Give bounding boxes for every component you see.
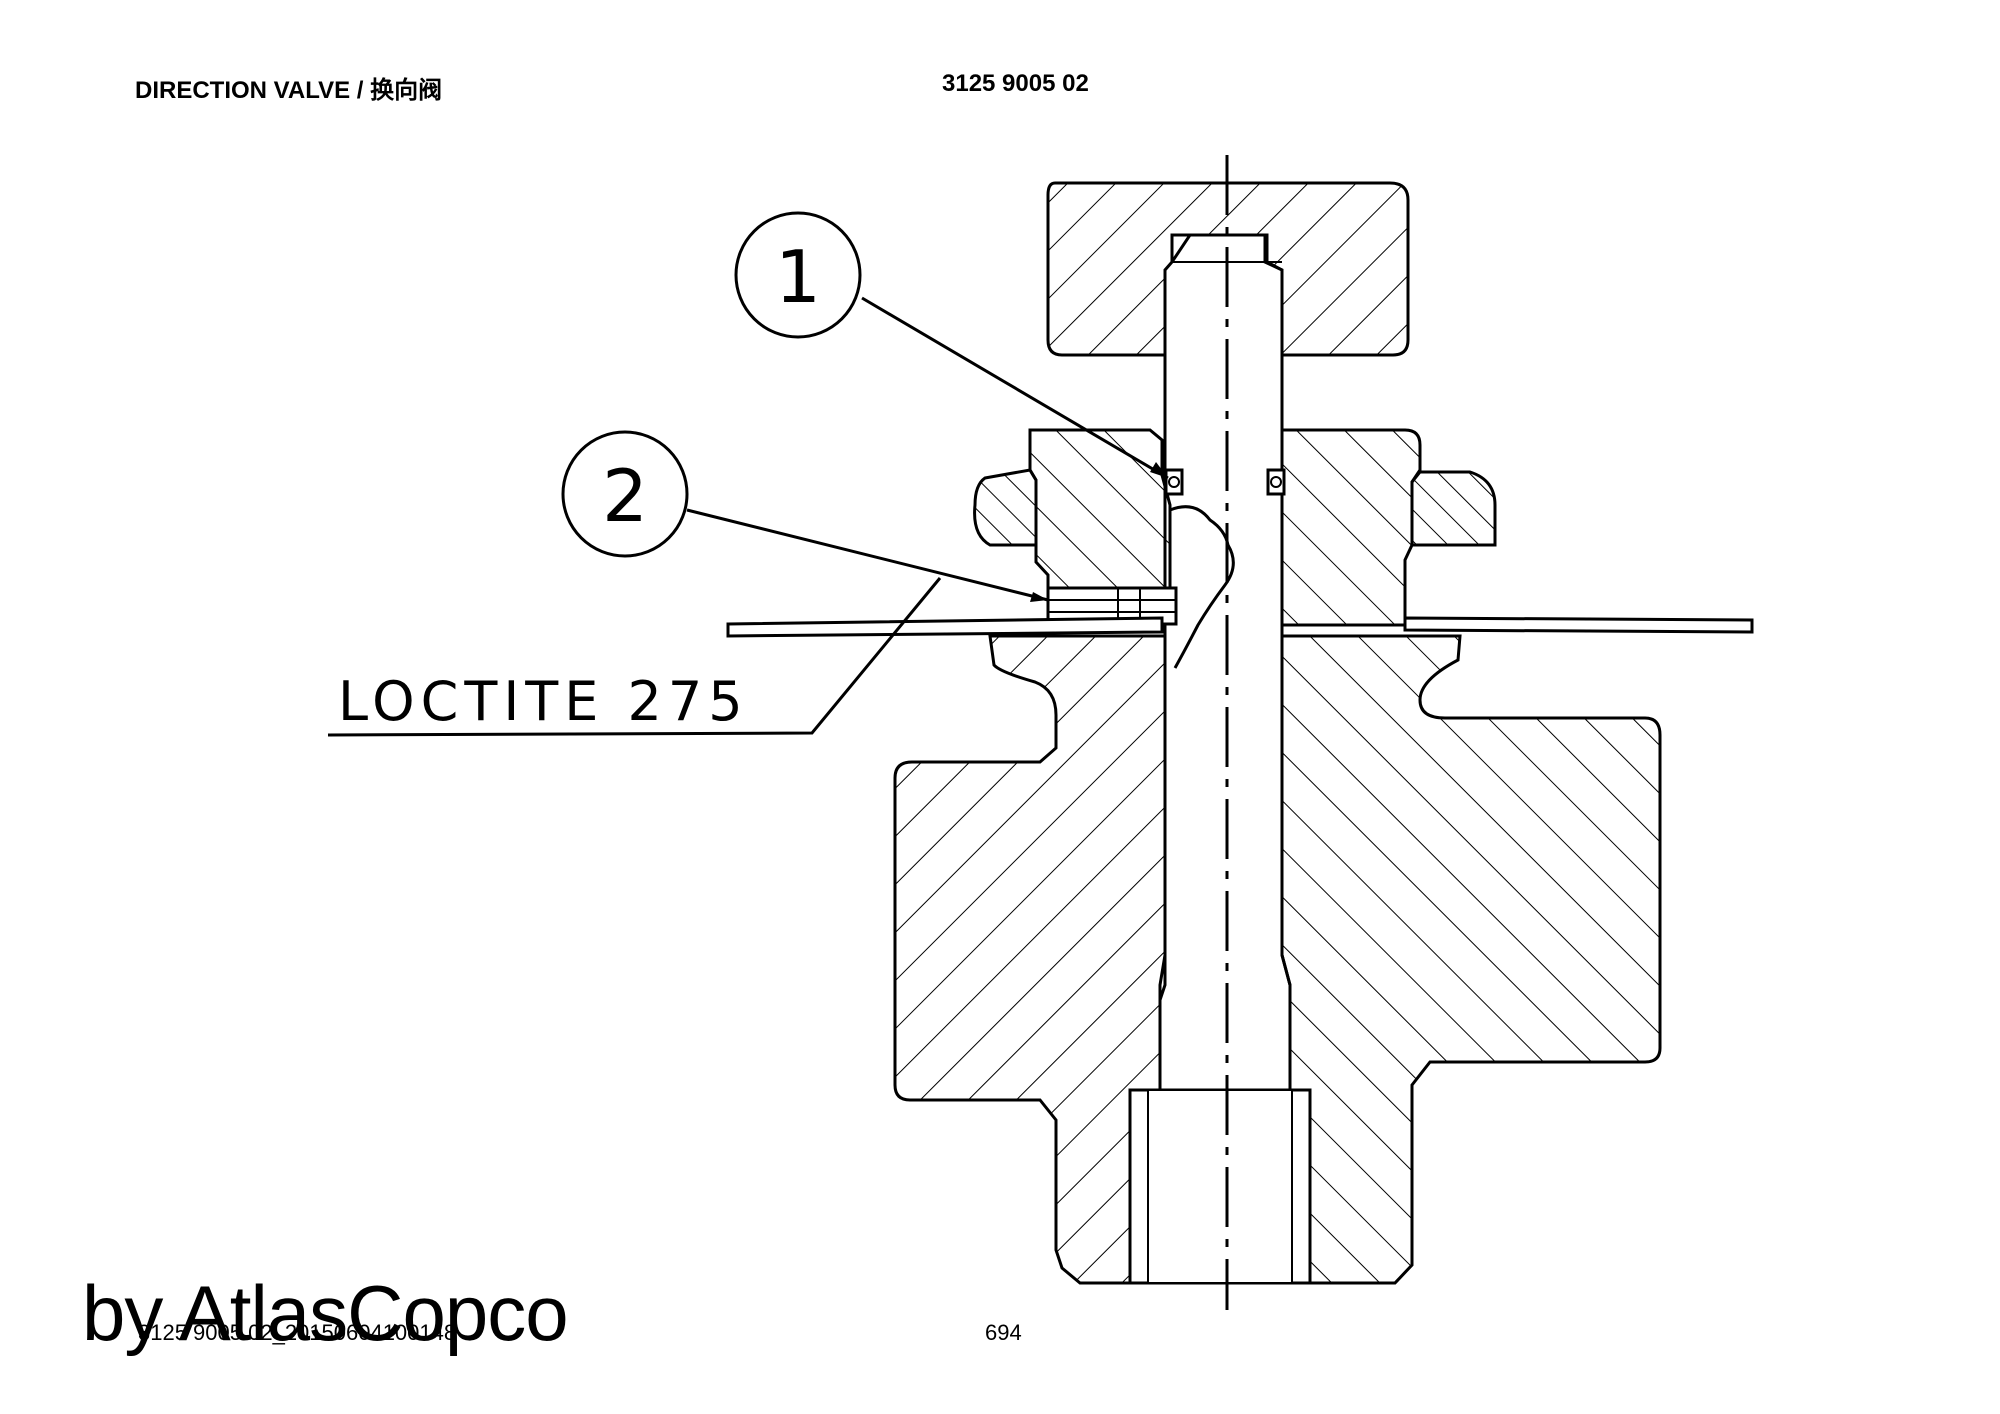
callout-1-label: 1 (775, 235, 821, 319)
callout-2-label: 2 (602, 454, 648, 538)
bushing-right (1280, 428, 1497, 627)
knob (1046, 181, 1410, 357)
panel-plate (726, 616, 1754, 638)
footer-code: 3125 9005 02_20150604100148 (138, 1320, 457, 1345)
loctite-label: LOCTITE 275 (338, 670, 749, 733)
counterbore (1128, 1088, 1312, 1285)
o-ring (1164, 468, 1286, 496)
page-title: DIRECTION VALVE / 换向阀 (135, 77, 443, 104)
break-line (1169, 505, 1235, 669)
watermark: by AtlasCopco (82, 1269, 569, 1357)
page-number: 694 (985, 1320, 1022, 1345)
callout-2: 2 (561, 430, 1049, 602)
callout-1: 1 (734, 211, 1169, 480)
part-number: 3125 9005 02 (942, 70, 1089, 97)
loctite-note: LOCTITE 275 (327, 577, 942, 737)
bushing-left (973, 428, 1177, 627)
valve-body (893, 634, 1662, 1285)
